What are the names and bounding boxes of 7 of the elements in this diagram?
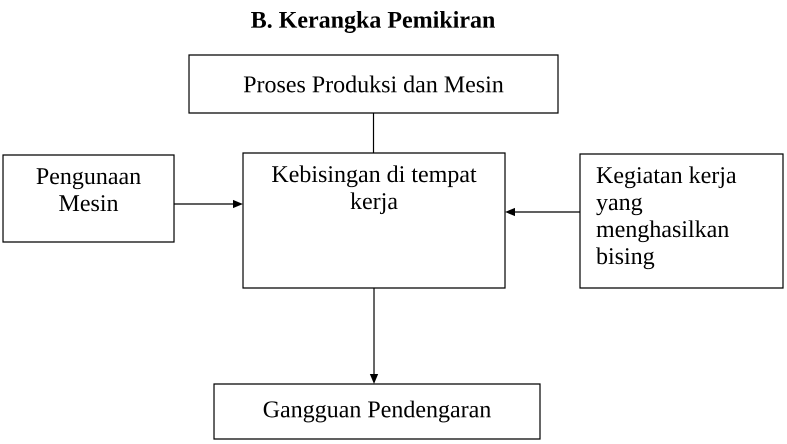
connector-line (372, 113, 374, 153)
process-box: Gangguan Pendengaran (213, 383, 541, 440)
title: B. Kerangka Pemikiran (251, 11, 495, 33)
process-box: Proses Produksi dan Mesin (188, 54, 559, 114)
process-box: Kebisingan di tempat kerja (242, 152, 506, 289)
process-box: Kegiatan kerja yang menghasilkan bising (579, 153, 784, 289)
process-box: Pengunaan Mesin (2, 154, 175, 243)
